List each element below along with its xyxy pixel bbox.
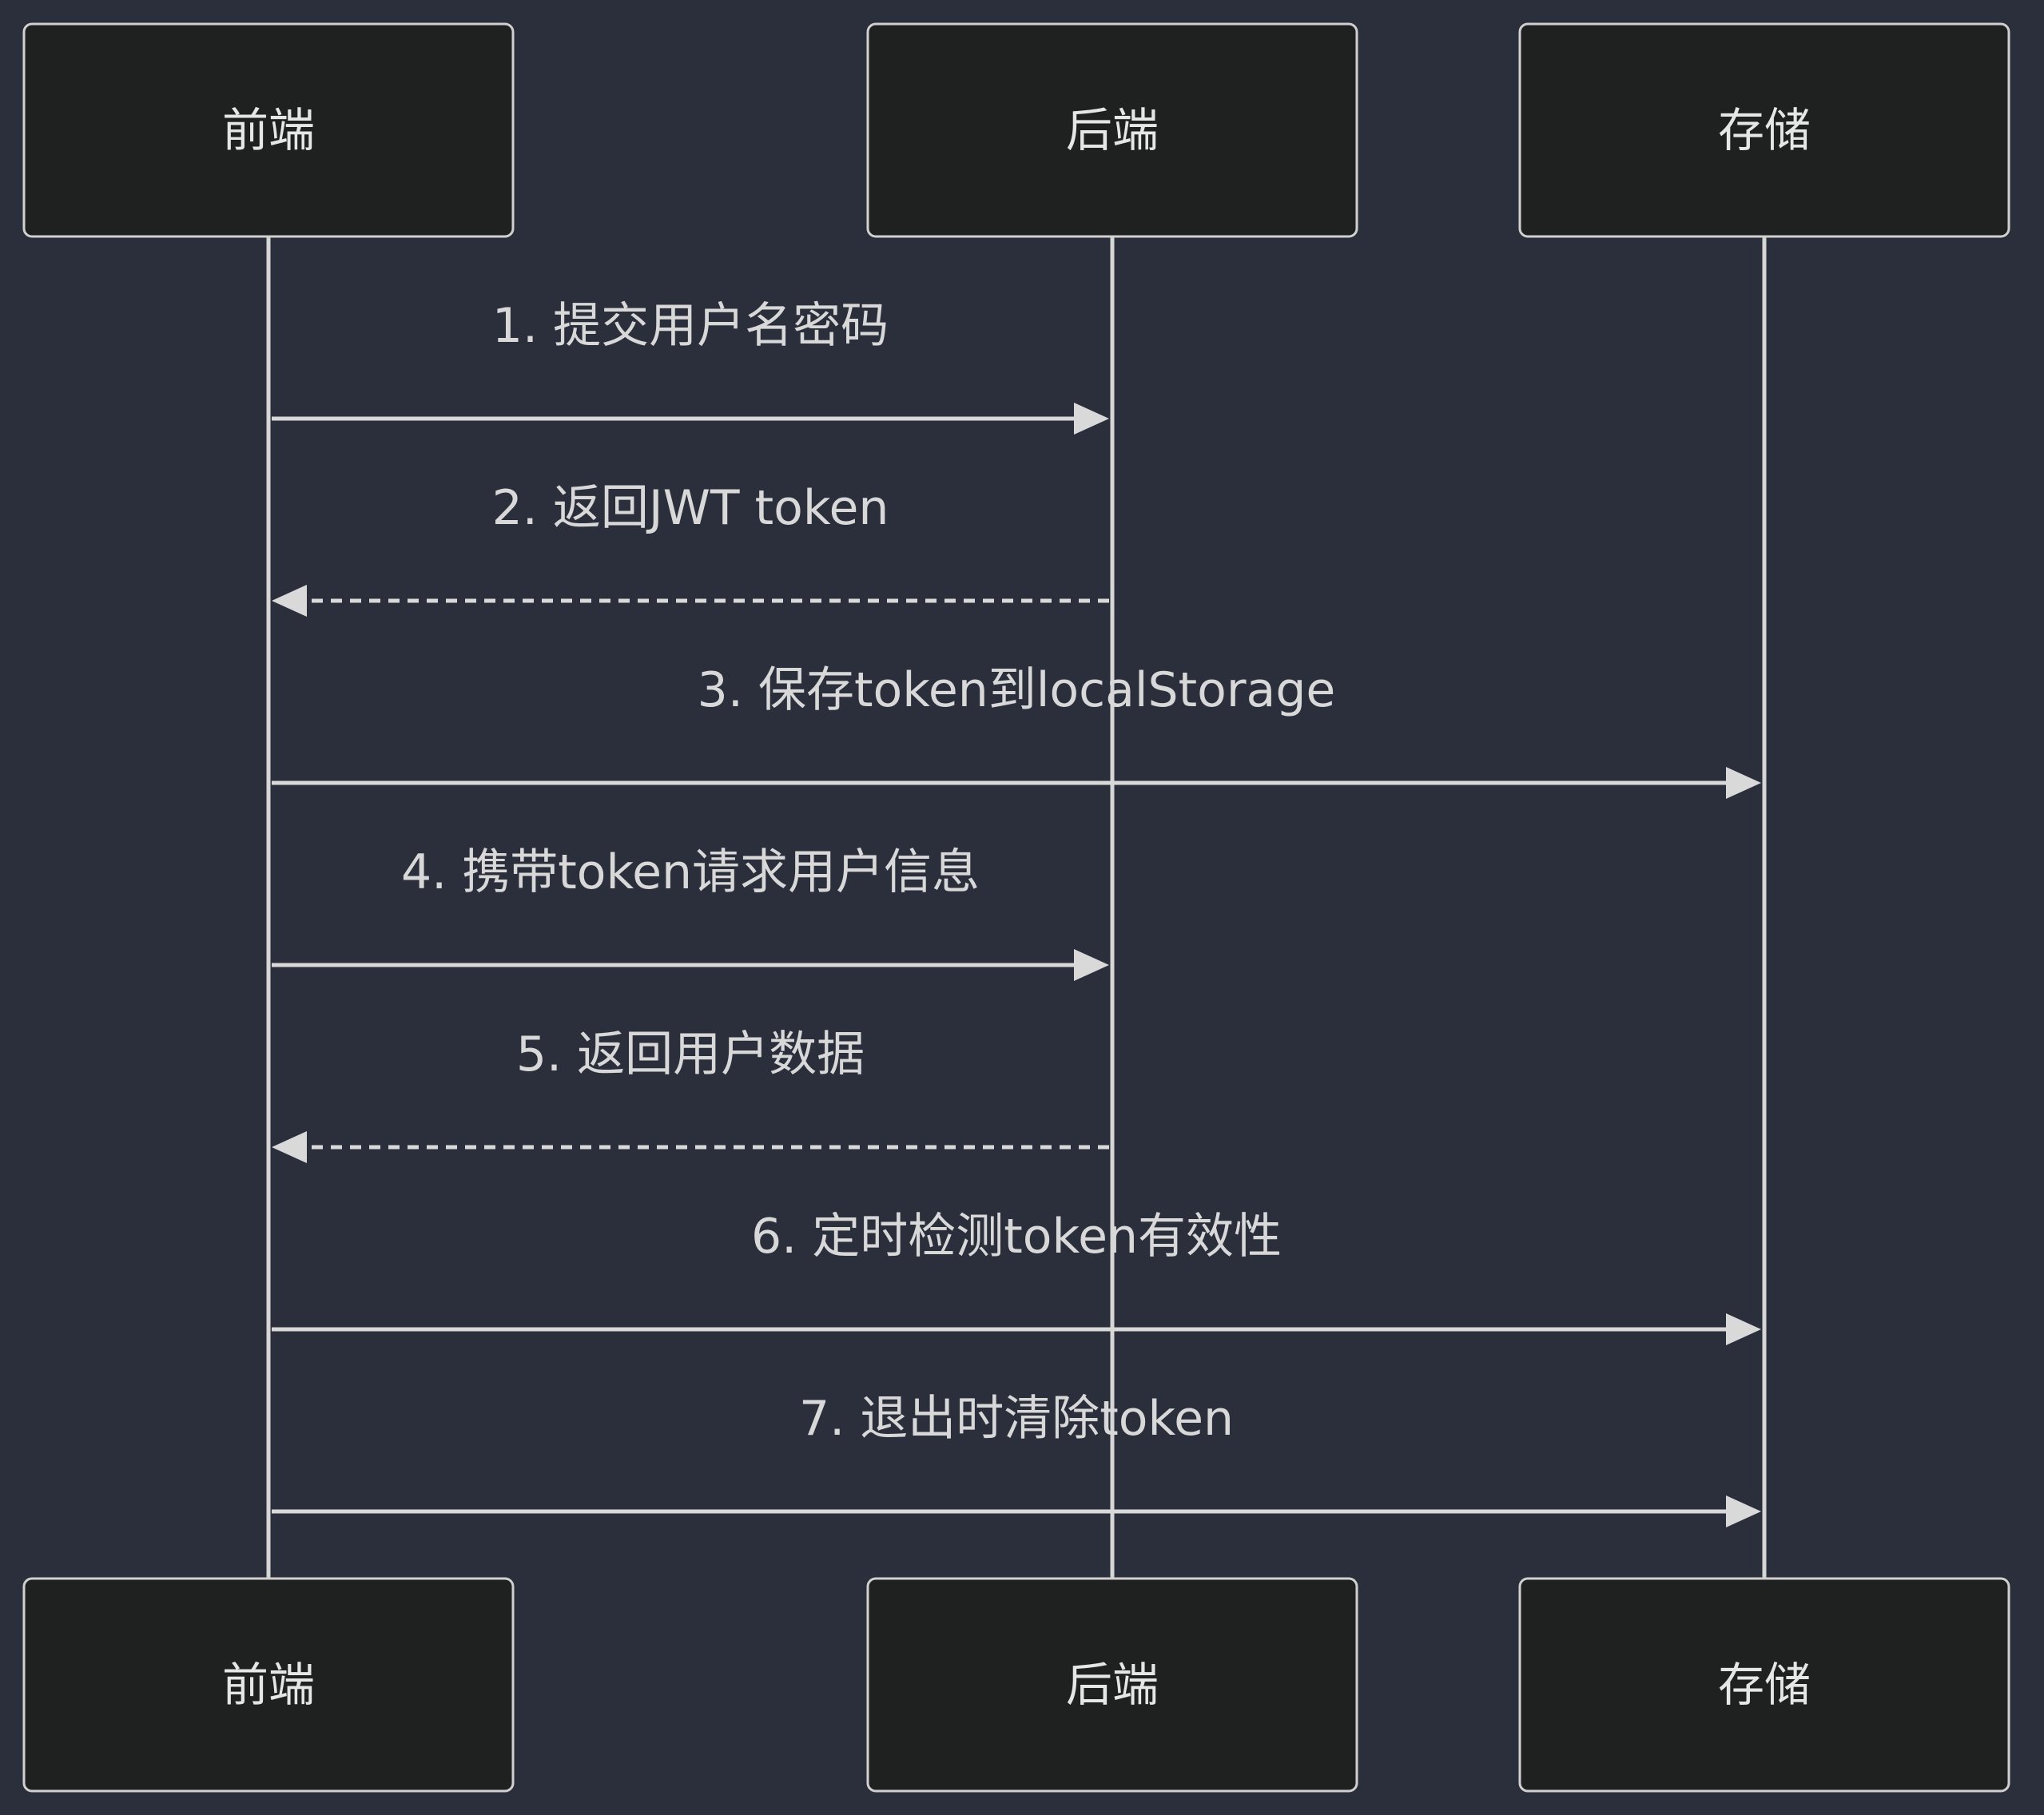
actors-top: 前端 后端 存储 (22, 22, 2010, 238)
actor-frontend-top: 前端 (22, 22, 515, 238)
message-1: 1. 提交用户名密码 (272, 298, 1109, 435)
arrow-head-icon (272, 585, 307, 617)
message-2: 2. 返回JWT token (272, 480, 1109, 617)
actor-label: 前端 (222, 1658, 315, 1712)
message-4: 4. 携带token请求用户信息 (272, 844, 1109, 981)
arrow-head-icon (1074, 949, 1109, 981)
actor-storage-bottom: 存储 (1518, 1577, 2010, 1793)
actor-backend-bottom: 后端 (866, 1577, 1358, 1793)
message-6: 6. 定时检测token有效性 (272, 1209, 1761, 1345)
actor-box (1518, 1577, 2010, 1793)
arrow-head-icon (1726, 1495, 1761, 1527)
message-label: 2. 返回JWT token (492, 480, 889, 536)
actor-box (1518, 22, 2010, 238)
actor-label: 后端 (1066, 103, 1159, 157)
actor-frontend-bottom: 前端 (22, 1577, 515, 1793)
actor-label: 后端 (1066, 1658, 1159, 1712)
actor-backend-top: 后端 (866, 22, 1358, 238)
actor-box (22, 1577, 515, 1793)
message-7: 7. 退出时清除token (272, 1391, 1761, 1527)
actor-box (866, 22, 1358, 238)
message-label: 6. 定时检测token有效性 (751, 1209, 1282, 1265)
actor-storage-top: 存储 (1518, 22, 2010, 238)
lifelines (266, 236, 1767, 1579)
message-label: 7. 退出时清除token (799, 1391, 1234, 1447)
actor-label: 存储 (1718, 103, 1811, 157)
arrow-head-icon (272, 1131, 307, 1163)
message-3: 3. 保存token到localStorage (272, 662, 1761, 799)
message-5: 5. 返回用户数据 (272, 1027, 1109, 1163)
actor-box (22, 22, 515, 238)
message-label: 5. 返回用户数据 (516, 1027, 865, 1082)
actor-box (866, 1577, 1358, 1793)
message-label: 4. 携带token请求用户信息 (401, 844, 980, 900)
message-label: 1. 提交用户名密码 (492, 298, 889, 354)
actors-bottom: 前端 后端 存储 (22, 1577, 2010, 1793)
actor-label: 存储 (1718, 1658, 1811, 1712)
arrow-head-icon (1726, 767, 1761, 799)
messages: 1. 提交用户名密码 2. 返回JWT token 3. 保存token到local… (272, 298, 1761, 1527)
arrow-head-icon (1074, 403, 1109, 435)
message-label: 3. 保存token到localStorage (698, 662, 1336, 718)
actor-label: 前端 (222, 103, 315, 157)
arrow-head-icon (1726, 1313, 1761, 1345)
